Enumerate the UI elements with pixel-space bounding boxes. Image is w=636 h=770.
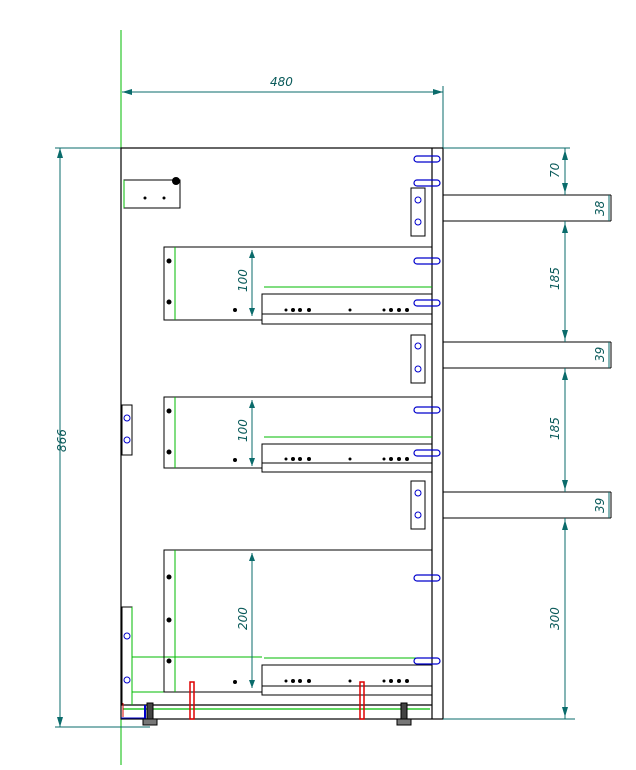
drawer-front-2: [443, 341, 612, 369]
right-dimension-chain: [443, 147, 610, 720]
top-hinge-plate: [123, 177, 181, 209]
right-plate-1: [410, 187, 426, 237]
drawer-1: [163, 246, 433, 325]
right-dim-label-3: 185: [548, 267, 562, 290]
right-plate-2: [410, 334, 426, 384]
right-dim-label-5: 185: [548, 417, 562, 440]
leg-marks: [189, 681, 365, 720]
drawer-3-depth-label: 200: [236, 607, 250, 630]
height-dimension-label: 866: [55, 429, 69, 452]
drawer-2-depth-label: 100: [236, 419, 250, 442]
drawer-front-3: [443, 491, 612, 519]
width-dimension-label: 480: [270, 75, 293, 89]
dimension-width: [122, 86, 444, 148]
drawer-front-1: [443, 194, 612, 222]
drawer-3: [163, 549, 433, 696]
left-mount-plate-bottom: [121, 606, 133, 706]
dimension-height: [55, 147, 150, 728]
right-dim-label-6: 39: [593, 498, 607, 513]
drawer-2: [163, 396, 433, 473]
right-dim-label-1: 70: [548, 162, 562, 178]
right-dim-label-2: 38: [593, 200, 607, 216]
right-dim-label-7: 300: [548, 607, 562, 630]
right-slots: [413, 155, 441, 665]
cabinet-body: [120, 147, 444, 720]
drawer-1-depth-label: 100: [236, 269, 250, 292]
right-dim-label-4: 39: [593, 347, 607, 362]
right-plate-3: [410, 480, 426, 530]
left-mount-plate-middle: [121, 404, 133, 456]
foot-left: [121, 702, 158, 726]
foot-right: [396, 702, 412, 726]
